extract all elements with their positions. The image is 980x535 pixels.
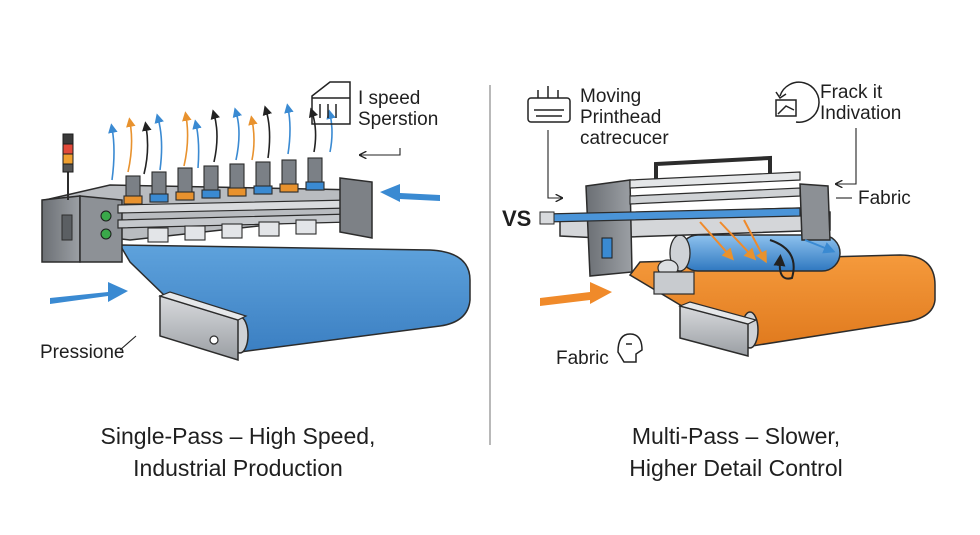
frack-label: Frack it Indivation [820,82,901,124]
frack-label-line1: Frack it [820,82,883,103]
moving-label-line1: Moving [580,86,642,107]
printhead-icon [527,86,571,123]
multi-pass-caption: Multi-Pass – Slower, Higher Detail Contr… [556,420,916,484]
multi-pass-caption-line1: Multi-Pass – Slower, [631,423,841,449]
left-housing [41,195,81,263]
vs-label: VS [502,206,532,231]
single-pass-caption: Single-Pass – High Speed, Industrial Pro… [58,420,418,484]
multi-pass-caption-line2: Higher Detail Control [629,455,843,481]
motion-arrows [699,219,836,280]
speed-leader [360,148,401,155]
pressione-label: Pressione [40,342,125,363]
speed-label: I speed Sperstion [358,88,438,130]
ink-spray-arrows [108,103,336,181]
moving-leader [547,130,562,198]
input-arrow [380,184,440,202]
pressione-leader [119,335,137,351]
single-pass-caption-line2: Industrial Production [133,455,343,481]
moving-label-line2: Printhead [580,107,662,128]
multi-pass-machine [527,81,936,363]
fabric-right-label: Fabric [858,188,911,209]
fabric-bottom-label: Fabric [556,348,609,369]
moving-printhead-label: Moving Printhead catrecucer [580,86,669,149]
speed-label-line2: Sperstion [358,109,439,130]
moving-label-line3: catrecucer [580,128,669,149]
fabric-feed-arrow [540,282,612,306]
left-frame [585,179,633,277]
speed-label-line1: I speed [358,88,421,109]
control-box [79,195,123,263]
fabric-feed-arrow [50,282,128,304]
right-housing [339,177,373,239]
single-pass-caption-line1: Single-Pass – High Speed, [100,423,376,449]
frack-leader [836,128,857,184]
right-frame [799,183,831,241]
single-pass-machine [41,81,471,362]
head-icon [617,333,643,363]
frack-label-line2: Indivation [820,103,902,124]
refresh-chart-icon [775,81,820,123]
printer-icon [311,81,351,125]
signal-light-icon [62,133,74,200]
print-head-array [123,157,325,205]
